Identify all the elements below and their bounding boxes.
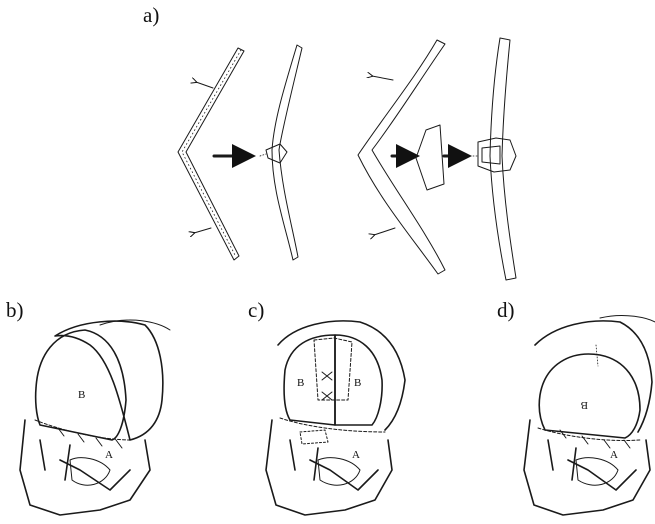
outward-arrow-upper [196,82,213,88]
bone-label-a: A [105,449,113,461]
straightened-bone-strip-thick [470,38,516,280]
bone-label-b-reversed: B [581,399,588,411]
bone-flap-b-reversed [539,354,640,438]
bone-defect-area [55,321,163,440]
calvaria-outline [535,321,652,432]
bone-label-a: A [610,449,618,461]
bone-label-b-right: B [354,377,361,389]
suture-line [35,420,132,440]
eye-socket [318,458,360,486]
calvaria-outline [278,321,405,430]
fixation-x-marks [322,372,332,400]
face-outline [266,420,392,515]
panel-c-skull: B B A [266,321,405,515]
eye-socket [70,458,110,486]
flap-drill-holes [596,345,598,366]
panel-b-skull: B A [20,320,170,515]
bone-flap-b [36,330,126,440]
central-graft [314,338,352,400]
bone-label-b-left: B [297,377,304,389]
panel-d-skull: B A [524,315,655,515]
eye-socket [576,458,618,486]
lower-graft [300,430,328,444]
outward-arrow-lower [194,228,211,233]
bone-label-a: A [352,449,360,461]
straightened-bone-strip-thin [260,45,302,260]
wedge-graft [416,125,444,190]
bone-label-b: B [78,389,85,401]
panel-a-diagram [178,38,516,280]
outward-arrow-lower-2 [374,228,395,235]
outward-arrow-upper-2 [372,76,393,80]
bone-flap-left [284,335,335,425]
